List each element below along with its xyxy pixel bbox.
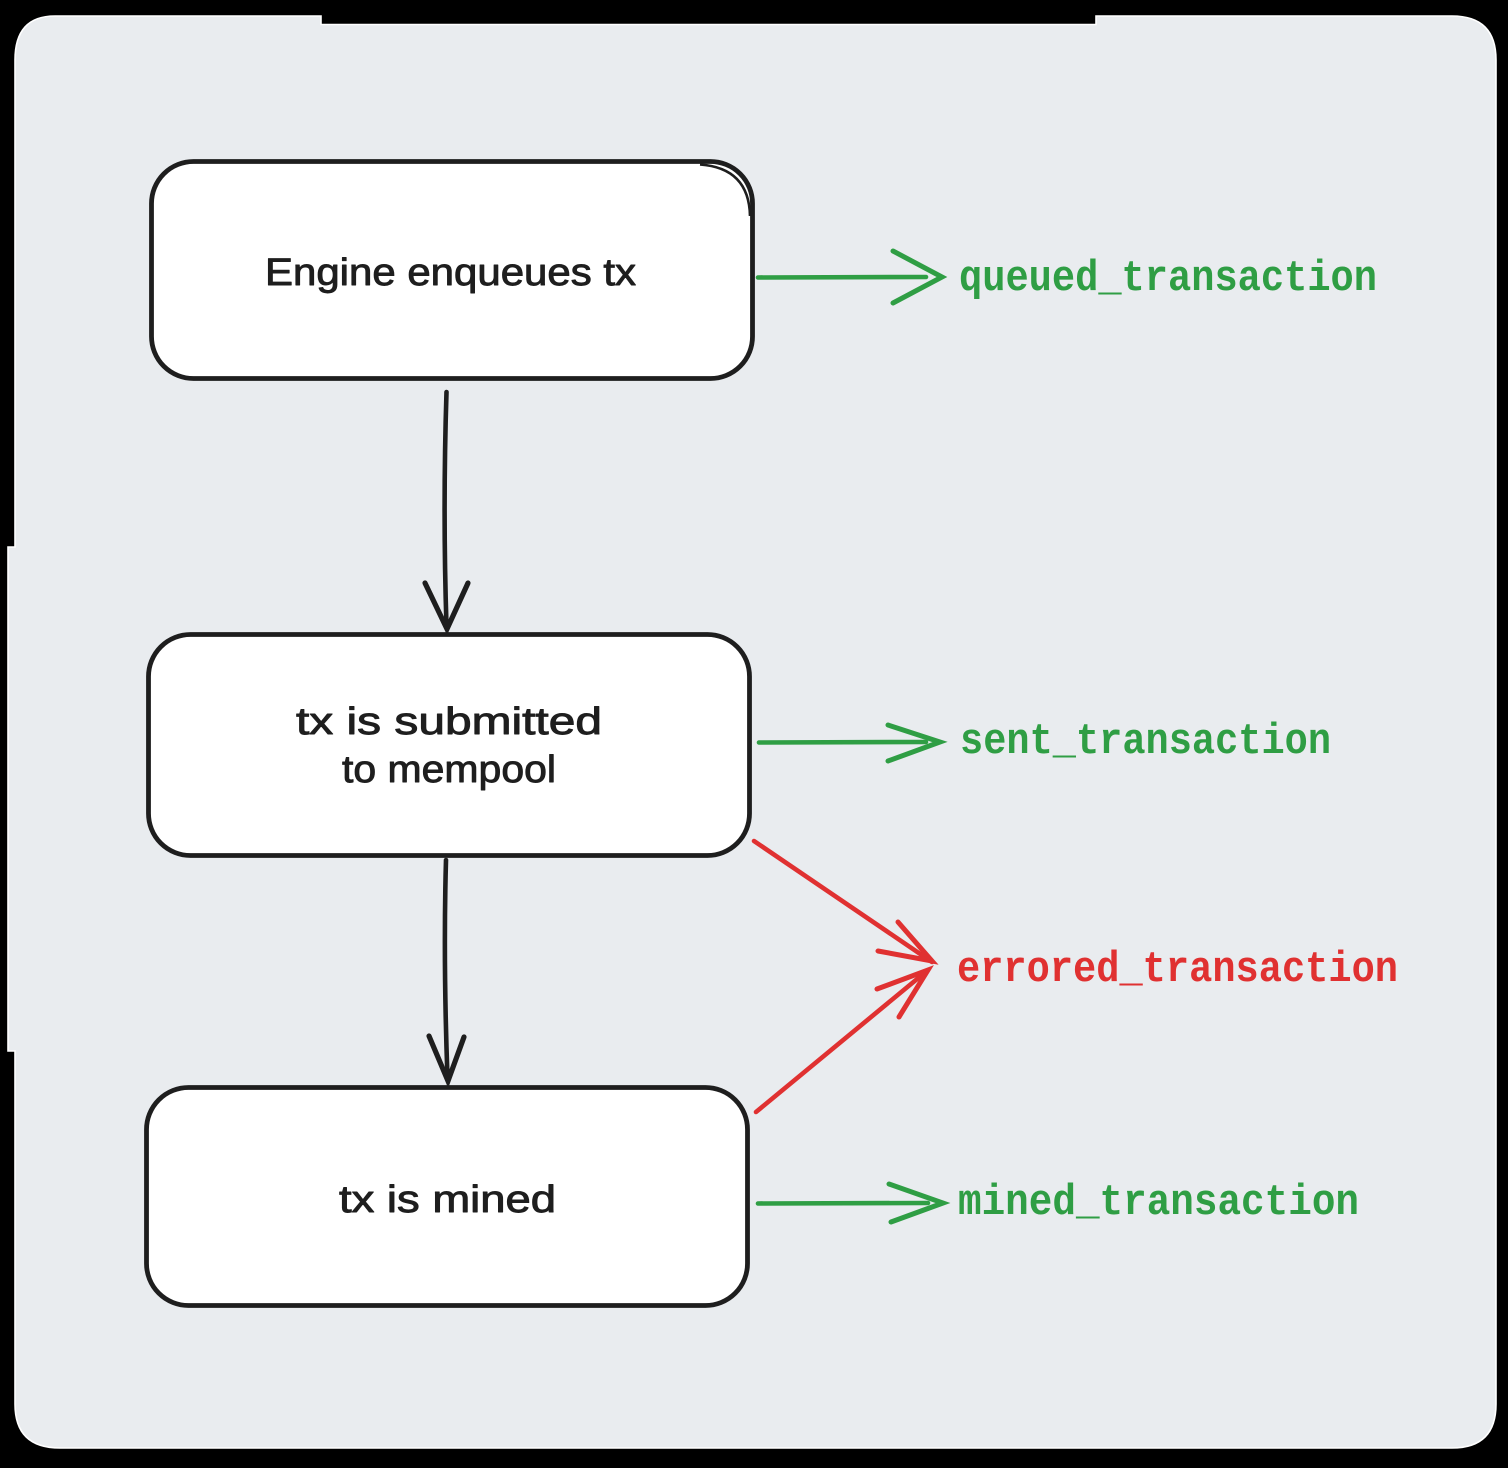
svg-text:queued_transaction: queued_transaction — [959, 254, 1377, 304]
svg-text:errored_transaction: errored_transaction — [957, 945, 1398, 995]
svg-text:tx is submitted: tx is submitted — [296, 701, 602, 743]
svg-text:Engine enqueues tx: Engine enqueues tx — [265, 252, 636, 294]
svg-text:sent_transaction: sent_transaction — [960, 717, 1331, 767]
svg-text:tx is mined: tx is mined — [339, 1179, 556, 1221]
svg-text:to mempool: to mempool — [342, 749, 556, 791]
svg-text:mined_transaction: mined_transaction — [958, 1178, 1359, 1228]
